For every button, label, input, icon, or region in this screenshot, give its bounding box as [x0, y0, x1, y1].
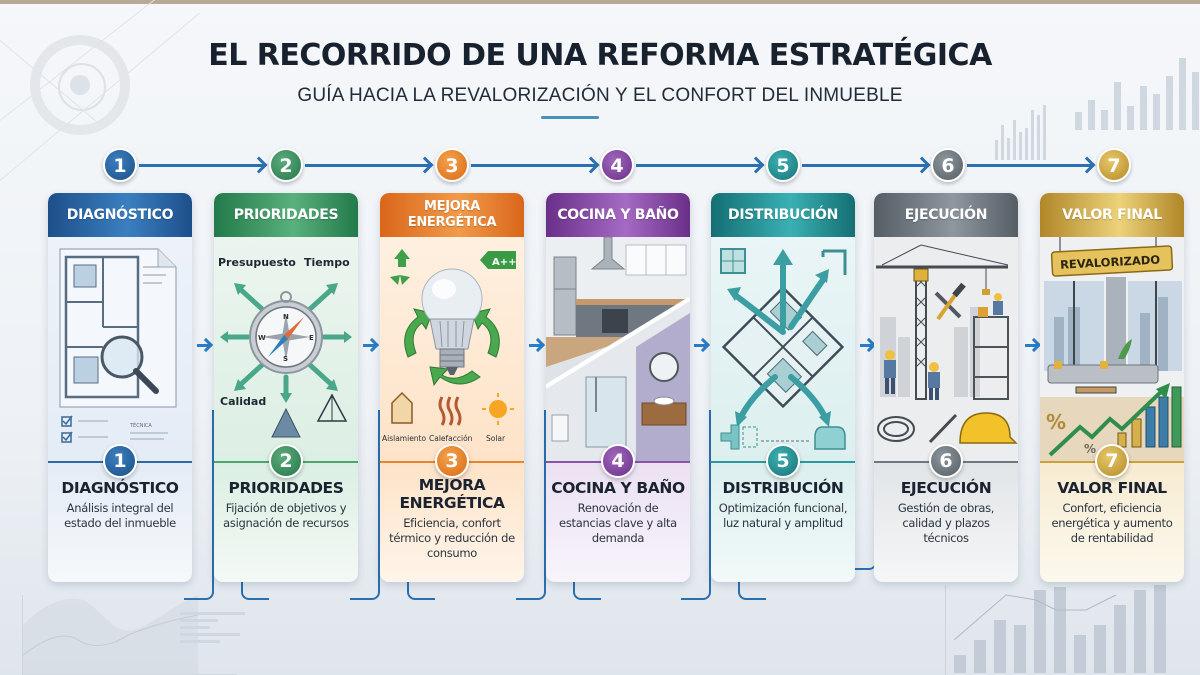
- step-card-ejecucion: EJECUCIÓN: [874, 193, 1018, 582]
- card-title: PRIORIDADES: [228, 479, 344, 497]
- top-strip: [0, 0, 1200, 4]
- bracket-connector: [350, 410, 380, 600]
- svg-text:A++: A++: [492, 257, 517, 268]
- bracket-connector: [516, 410, 546, 600]
- step-card-distribucion: DISTRIBUCIÓN: [711, 193, 855, 582]
- connector-arrow: [471, 164, 595, 167]
- svg-text:Calefacción: Calefacción: [429, 434, 473, 443]
- step-card-diagnostico: DIAGNÓSTICO TÉCNICA: [48, 193, 192, 582]
- card-body: VALOR FINAL Confort, eficiencia energéti…: [1040, 479, 1184, 546]
- connector-arrow: [802, 164, 926, 167]
- card-body: PRIORIDADES Fijación de objetivos y asig…: [214, 479, 358, 531]
- card-header: COCINA Y BAÑO: [546, 193, 690, 237]
- step-rail: 1 2 3 4 5 6 7: [0, 148, 1200, 182]
- card-description: Análisis integral del estado del inmuebl…: [64, 501, 176, 530]
- card-body: DIAGNÓSTICO Análisis integral del estado…: [48, 479, 192, 531]
- card-title: DISTRIBUCIÓN: [722, 479, 844, 497]
- svg-text:N: N: [283, 313, 289, 321]
- step-number-4: 4: [600, 148, 634, 182]
- bracket-connector: [738, 570, 766, 600]
- connector-arrow: [305, 164, 429, 167]
- page-title: EL RECORRIDO DE UNA REFORMA ESTRATÉGICA: [208, 38, 992, 73]
- card-description: Gestión de obras, calidad y plazos técni…: [897, 501, 995, 545]
- card-number-badge: 6: [929, 444, 963, 478]
- card-body: COCINA Y BAÑO Renovación de estancias cl…: [546, 479, 690, 546]
- arrow-right-icon: [694, 338, 708, 352]
- compass-illustration: Presupuesto Tiempo N S E: [214, 237, 358, 461]
- kitchen-bathroom-illustration: [546, 236, 690, 461]
- card-description: Optimización funcional, luz natural y am…: [718, 501, 848, 530]
- card-title: EJECUCIÓN: [900, 479, 992, 497]
- step-number-1: 1: [103, 148, 137, 182]
- svg-text:Calidad: Calidad: [220, 395, 266, 408]
- decorative-bar-chart-bottom: [945, 585, 1200, 675]
- card-body: EJECUCIÓN Gestión de obras, calidad y pl…: [874, 479, 1018, 546]
- card-header: MEJORA ENERGÉTICA: [380, 193, 524, 237]
- arrow-right-icon: [363, 338, 377, 352]
- bracket-connector: [681, 410, 711, 600]
- step-card-mejora-energetica: MEJORA ENERGÉTICA A++ Aislamiento Cal: [380, 193, 524, 582]
- living-room-growth-illustration: REVALORIZADO % %: [1040, 237, 1184, 461]
- svg-text:Solar: Solar: [486, 434, 506, 443]
- bracket-connector: [241, 570, 269, 600]
- card-description: Confort, eficiencia energética y aumento…: [1051, 501, 1173, 545]
- svg-text:W: W: [258, 334, 266, 342]
- card-body: MEJORA ENERGÉTICA Eficiencia, confort té…: [380, 476, 524, 561]
- card-number-badge: 2: [269, 444, 303, 478]
- decorative-text-lines: [180, 612, 245, 643]
- step-card-valor-final: VALOR FINAL REVALORIZADO % %: [1040, 193, 1184, 582]
- technical-label: TÉCNICA: [129, 421, 152, 429]
- bracket-connector: [573, 570, 601, 600]
- card-title: VALOR FINAL: [1057, 479, 1167, 497]
- arrow-right-icon: [1025, 338, 1039, 352]
- connector-arrow: [967, 164, 1091, 167]
- arrow-right-icon: [860, 338, 874, 352]
- svg-text:Aislamiento: Aislamiento: [382, 434, 426, 443]
- bracket-connector: [407, 570, 435, 600]
- svg-text:S: S: [283, 355, 288, 363]
- connector-arrow: [636, 164, 760, 167]
- step-card-cocina-bano: COCINA Y BAÑO 4 COCINA Y BAÑO: [546, 193, 690, 582]
- card-title: COCINA Y BAÑO: [551, 479, 685, 497]
- step-card-prioridades: PRIORIDADES Presupuesto Tiempo: [214, 193, 358, 582]
- card-description: Fijación de objetivos y asignación de re…: [223, 501, 349, 530]
- card-number-badge: 7: [1095, 444, 1129, 478]
- svg-text:Tiempo: Tiempo: [304, 256, 350, 269]
- bracket-connector: [184, 410, 214, 600]
- card-title: MEJORA ENERGÉTICA: [399, 476, 505, 512]
- svg-text:E: E: [309, 334, 314, 342]
- svg-text:%: %: [1084, 442, 1096, 456]
- card-number-badge: 3: [435, 444, 469, 478]
- svg-text:REVALORIZADO: REVALORIZADO: [1060, 252, 1161, 271]
- construction-site-illustration: [874, 237, 1018, 461]
- arrow-right-icon: [529, 338, 543, 352]
- floor-plan-arrows-illustration: [711, 237, 855, 461]
- step-number-5: 5: [766, 148, 800, 182]
- card-header: DIAGNÓSTICO: [48, 193, 192, 237]
- svg-text:Presupuesto: Presupuesto: [218, 256, 296, 269]
- card-header: EJECUCIÓN: [874, 193, 1018, 237]
- connector-arrow: [139, 164, 263, 167]
- arrow-right-icon: [197, 338, 211, 352]
- card-title: DIAGNÓSTICO: [61, 479, 179, 497]
- title-underline: [541, 116, 599, 119]
- card-number-badge: 5: [766, 444, 800, 478]
- card-number-badge: 1: [103, 444, 137, 478]
- card-header: PRIORIDADES: [214, 193, 358, 237]
- floor-plan-magnifier-illustration: TÉCNICA: [48, 237, 192, 461]
- card-header: DISTRIBUCIÓN: [711, 193, 855, 237]
- step-number-3: 3: [435, 148, 469, 182]
- step-number-2: 2: [269, 148, 303, 182]
- card-description: Eficiencia, confort térmico y reducción …: [389, 516, 515, 560]
- step-number-7: 7: [1097, 148, 1131, 182]
- decorative-area-chart: [22, 595, 237, 675]
- step-number-6: 6: [931, 148, 965, 182]
- card-number-badge: 4: [601, 444, 635, 478]
- svg-text:%: %: [1046, 410, 1066, 434]
- page-subtitle: GUÍA HACIA LA REVALORIZACIÓN Y EL CONFOR…: [297, 85, 903, 106]
- card-header: VALOR FINAL: [1040, 193, 1184, 237]
- card-body: DISTRIBUCIÓN Optimización funcional, luz…: [711, 479, 855, 531]
- energy-bulb-illustration: A++ Aislamiento Calefacción Solar: [380, 237, 524, 461]
- card-description: Renovación de estancias clave y alta dem…: [559, 501, 677, 545]
